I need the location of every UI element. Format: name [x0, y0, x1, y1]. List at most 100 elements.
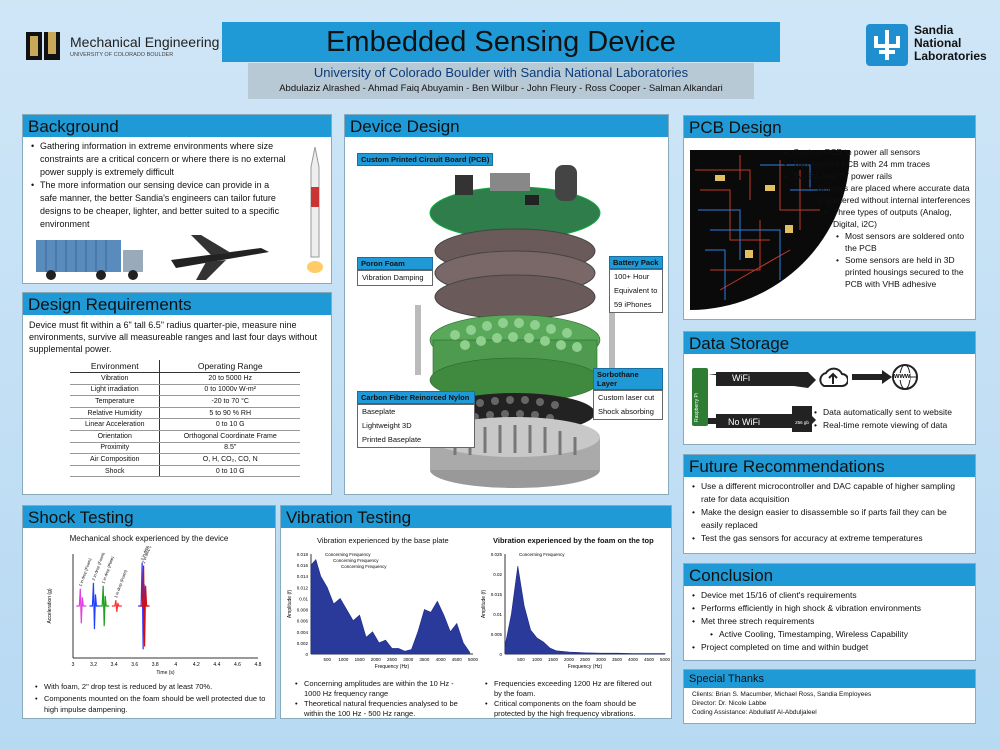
sandia-logo: Sandia National Laboratories — [866, 22, 987, 70]
requirements-text: Device must fit within a 6" tall 6.5" ra… — [29, 320, 318, 354]
y-tick-label: 0.005 — [491, 632, 503, 637]
sorbo-label: Sorbothane Layer — [593, 368, 663, 390]
sd-card-icon: 256 gb — [792, 406, 812, 432]
vib-left-item: Concerning amplitudes are within the 10 … — [295, 679, 471, 699]
conclusion-item: Device met 15/16 of client's requirement… — [692, 589, 969, 602]
series-spike — [76, 588, 87, 624]
series-area — [310, 558, 471, 655]
background-item: The more information our sensing device … — [31, 179, 287, 231]
vib-left-chart: 00.0020.0040.0060.0080.010.0120.0140.016… — [287, 552, 479, 670]
x-axis-label: Time (s) — [156, 670, 174, 676]
x-tick-label: 2500 — [580, 657, 591, 662]
x-tick-label: 4000 — [436, 657, 447, 662]
series-area — [504, 565, 666, 655]
y-tick-label: 0.016 — [297, 563, 309, 568]
y-axis-label: Acceleration (g) — [47, 588, 53, 623]
nowifi-label: No WiFi — [728, 417, 760, 427]
y-tick-label: 0.01 — [299, 596, 308, 601]
y-axis-label: Amplitude (f) — [287, 589, 293, 618]
carbon-item: Lightweight 3D — [362, 421, 412, 430]
battery-item: Equivalent to — [614, 286, 658, 295]
x-axis-label: Frequency (Hz) — [568, 664, 603, 670]
x-tick-label: 3000 — [596, 657, 607, 662]
x-tick-label: 4.4 — [213, 662, 220, 668]
shock-chart-title: Mechanical shock experienced by the devi… — [69, 534, 229, 543]
y-tick-label: 0.008 — [297, 608, 309, 613]
thanks-title: Special Thanks — [684, 670, 975, 688]
x-tick-label: 1000 — [338, 657, 349, 662]
wifi-label: WiFi — [732, 373, 750, 383]
raspberry-pi-board: Raspberry Pi — [692, 368, 708, 426]
x-tick-label: 3.6 — [131, 662, 138, 668]
x-tick-label: 4000 — [628, 657, 639, 662]
pcb-item: 3V, 5V, and 7V power rails — [784, 170, 976, 182]
future-title: Future Recommendations — [684, 455, 975, 477]
sandia-line1: Sandia — [914, 23, 954, 37]
series-spike — [139, 565, 150, 647]
authors: Abdulaziz Alrashed - Ahmad Faiq Abuyamin… — [279, 83, 723, 94]
series-spike — [111, 600, 122, 612]
background-item: Gathering information in extreme environ… — [31, 140, 287, 179]
vibration-panel: Vibration Testing Vibration experienced … — [280, 505, 672, 719]
y-axis-label: Amplitude (f) — [481, 589, 487, 618]
pcb-item: Three types of outputs (Analog, Digital,… — [824, 206, 976, 230]
shock-item: Components mounted on the foam should be… — [35, 693, 269, 716]
vib-right-item: Critical components on the foam should b… — [485, 699, 661, 719]
x-tick-label: 5000 — [660, 657, 671, 662]
shock-panel: Shock Testing Mechanical shock experienc… — [22, 505, 276, 719]
exploded-device-illustration — [415, 165, 615, 488]
device-title: Device Design — [345, 115, 668, 137]
y-tick-label: 0.012 — [297, 585, 309, 590]
x-tick-label: 4 — [174, 662, 177, 668]
thanks-line: Director: Dr. Nicole Labbe — [692, 700, 767, 707]
x-tick-label: 3.2 — [90, 662, 97, 668]
x-tick-label: 3000 — [403, 657, 414, 662]
cloud-upload-icon — [819, 367, 848, 387]
annotation: Concerning Frequency — [341, 564, 387, 569]
background-panel: Background Gathering information in extr… — [22, 114, 332, 284]
vibration-title: Vibration Testing — [281, 506, 671, 528]
series-label: 1 in drop (Foam) — [78, 557, 93, 587]
pcb-item: Sensors are placed where accurate data i… — [808, 182, 976, 206]
sorbo-item: Shock absorbing — [598, 407, 654, 416]
cu-logo: Mechanical Engineering UNIVERSITY OF COL… — [24, 28, 224, 68]
x-tick-label: 1000 — [532, 657, 543, 662]
y-tick-label: 0.015 — [491, 592, 503, 597]
y-tick-label: 0.002 — [297, 641, 309, 646]
x-tick-label: 4.2 — [193, 662, 200, 668]
x-tick-label: 2500 — [387, 657, 398, 662]
arrow-right-icon — [852, 370, 892, 384]
title-bar: Embedded Sensing Device — [222, 22, 780, 62]
annotation: Concerning Frequency — [333, 558, 379, 563]
conclusion-item: Performs efficiently in high shock & vib… — [692, 602, 969, 615]
thanks-line: Clients: Brian S. Macumber, Michael Ross… — [692, 691, 872, 698]
y-tick-label: 0 — [305, 652, 308, 657]
x-tick-label: 3500 — [419, 657, 430, 662]
vib-right-item: Frequencies exceeding 1200 Hz are filter… — [485, 679, 661, 699]
x-tick-label: 3.8 — [152, 662, 159, 668]
cu-logo-title: Mechanical Engineering — [70, 34, 220, 50]
x-axis-label: Frequency (Hz) — [375, 664, 410, 670]
x-tick-label: 4500 — [452, 657, 463, 662]
pcb-item: Custom PCB to power all sensors — [784, 146, 976, 158]
future-item: Use a different microcontroller and DAC … — [692, 480, 969, 506]
x-tick-label: 4500 — [644, 657, 655, 662]
battery-item: 59 iPhones — [614, 300, 652, 309]
y-tick-label: 0.01 — [493, 612, 502, 617]
conclusion-item: Active Cooling, Timestamping, Wireless C… — [710, 628, 969, 641]
poron-callout: Poron Foam Vibration Damping — [357, 257, 433, 286]
conclusion-title: Conclusion — [684, 564, 975, 586]
annotation: Concerning Frequency — [325, 552, 371, 557]
battery-item: 100+ Hour — [614, 272, 650, 281]
cu-logo-sub: UNIVERSITY OF COLORADO BOULDER — [70, 52, 174, 58]
